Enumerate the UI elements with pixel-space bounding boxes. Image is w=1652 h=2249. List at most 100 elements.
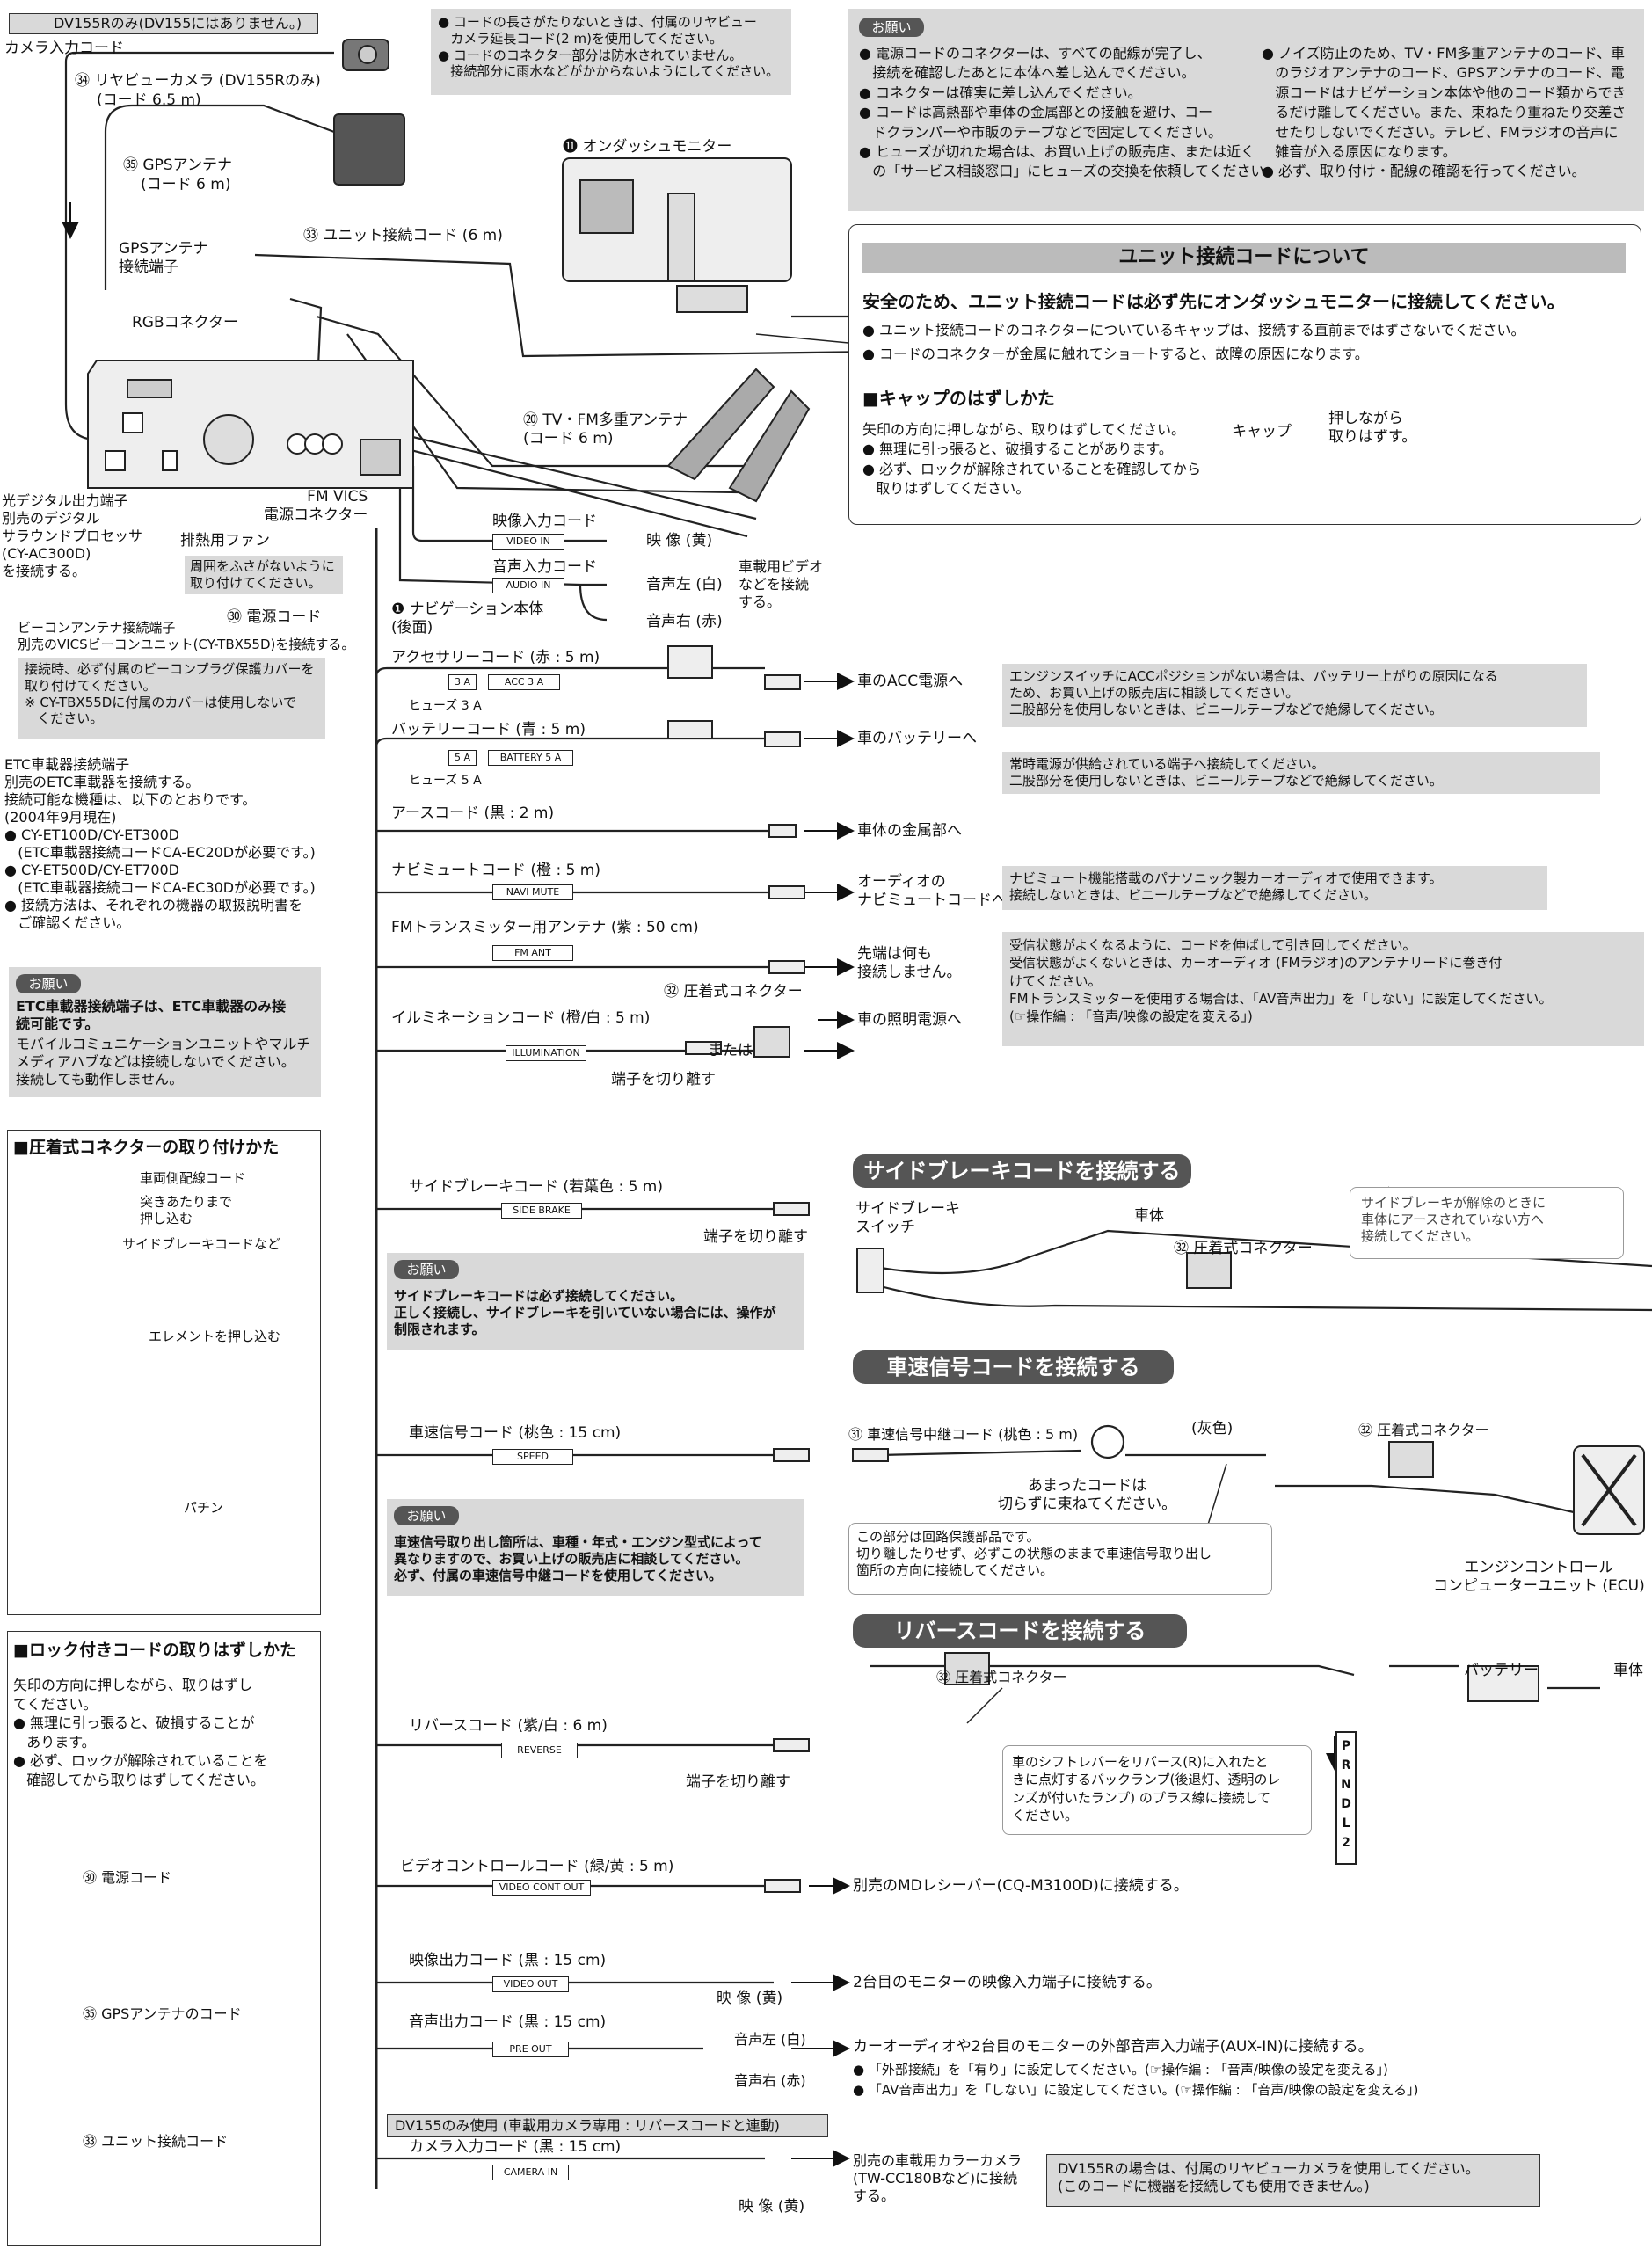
camera-input-label: カメラ入力コード — [4, 40, 124, 57]
unit-box-bold: 安全のため、ユニット接続コードは必ず先にオンダッシュモニターに接続してください。 — [862, 291, 1565, 312]
mute-note: ナビミュート機能搭載のパナソニック製カーオーディオで使用できます。 接続しないと… — [1002, 866, 1547, 910]
beacon-note: 接続時、必ず付属のビーコンプラグ保護カバーを 取り付けてください。 ※ CY-T… — [18, 658, 325, 739]
video-cont-label: ビデオコントロールコード (緑/黄 : 5 m) — [400, 1858, 674, 1875]
navi-body-label: ❶ ナビゲーション本体 (後面) — [391, 600, 544, 637]
gps-code-label: (コード 6 m) — [141, 176, 231, 193]
side-brake-body-label: 車体 — [1134, 1207, 1164, 1225]
speed-gray-label: (灰色) — [1191, 1420, 1234, 1437]
video-out-label: 映像出力コード (黒 : 15 cm) — [409, 1952, 607, 1969]
onegai-col1: ● 電源コードのコネクターは、すべての配線が完了し、 接続を確認したあとに本体へ… — [859, 45, 1279, 180]
rgb-connector-label: RGBコネクター — [132, 314, 238, 331]
etc-label: ETC車載器接続端子 別売のETC車載器を接続する。 接続可能な機種は、以下のと… — [4, 756, 316, 931]
illum-destination: 車の照明電源へ — [857, 1011, 962, 1029]
battery-label: バッテリー — [1464, 1662, 1539, 1679]
acc-fuse-label: ヒューズ 3 A — [409, 699, 482, 713]
reverse-code-label: リバースコード (紫/白 : 6 m) — [409, 1717, 608, 1735]
onegai-badge: お願い — [859, 18, 924, 37]
audio-out-destination: カーオーディオや2台目のモニターの外部音声入力端子(AUX-IN)に接続する。 — [853, 2038, 1373, 2056]
audio-out-l: 音声左 (白) — [734, 2031, 806, 2048]
speed-heading: 車速信号コードを接続する — [853, 1350, 1174, 1384]
illum-cut: 端子を切り離す — [611, 1071, 716, 1088]
gear-panel: P R N D L 2 — [1338, 1736, 1354, 1852]
speed-coil-note: あまったコードは 切らずに束ねてください。 — [998, 1477, 1177, 1514]
side-brake-crimp-label: ㉜ 圧着式コネクター — [1174, 1240, 1313, 1257]
reverse-tag: REVERSE — [501, 1743, 578, 1758]
power-code-label: ㉚ 電源コード — [227, 608, 322, 626]
speed-tag: SPEED — [492, 1449, 573, 1465]
unit-box-title: ユニット接続コードについて — [862, 243, 1626, 273]
side-brake-code-label: サイドブレーキコード (若葉色 : 5 m) — [409, 1178, 663, 1196]
illum-crimp-label: ㉜ 圧着式コネクター — [664, 983, 803, 1001]
video-out-tag: VIDEO OUT — [492, 1976, 569, 1992]
battery-tag: BATTERY 5 A — [488, 750, 573, 766]
video-in-color: 映 像 (黄) — [646, 532, 713, 550]
dv155r-banner: DV155Rのみ(DV155にはありません。) — [9, 13, 318, 34]
fan-note: 周囲をふさがないように 取り付けてください。 — [185, 556, 343, 594]
press-label: 押しながら 取りはずす。 — [1328, 410, 1417, 447]
video-out-destination: 2台目のモニターの映像入力端子に接続する。 — [853, 1974, 1161, 1991]
speed-onegai: お願い 車速信号取り出し箇所は、車種・年式・エンジン型式によって 異なりますので… — [387, 1499, 804, 1596]
audio-out-r: 音声右 (赤) — [734, 2072, 806, 2089]
acc-note: エンジンスイッチにACCポジションがない場合は、バッテリー上がりの原因になる た… — [1002, 664, 1587, 727]
tv-fm-antenna-label: ⑳ TV・FM多重アンテナ (コード 6 m) — [523, 411, 688, 448]
ecu-label: エンジンコントロール コンピューターユニット (ECU) — [1433, 1559, 1645, 1596]
reverse-callout: 車のシフトレバーをリバース(R)に入れたと きに点灯するバックランプ(後退灯、透… — [1002, 1745, 1312, 1835]
fm-antenna-tag: FM ANT — [492, 945, 573, 961]
side-brake-callout: サイドブレーキが解除のときに 車体にアースされていない方へ 接続してください。 — [1350, 1187, 1624, 1259]
audio-in-label: 音声入力コード — [492, 558, 597, 576]
etc-onegai-box: お願い ETC車載器接続端子は、ETC車載器のみ接 続可能です。 モバイルコミュ… — [9, 967, 321, 1097]
gear-p: P — [1341, 1739, 1351, 1753]
camera-banner: DV155のみ使用 (車載用カメラ専用 : リバースコードと連動) — [387, 2114, 828, 2137]
optical-out-label: 光デジタル出力端子 別売のデジタル サラウンドプロセッサ (CY-AC300D)… — [2, 492, 143, 579]
fm-vics-label: FM VICS 電源コネクター — [264, 488, 368, 525]
reverse-body-label: 車体 — [1613, 1662, 1643, 1679]
side-brake-tag: SIDE BRAKE — [501, 1203, 582, 1219]
speed-code-label: 車速信号コード (桃色 : 15 cm) — [409, 1424, 622, 1442]
onegai-col2: ● ノイズ防止のため、TV・FM多重アンテナのコード、車 のラジオアンテナのコー… — [1262, 45, 1627, 180]
acc-fuse: 3 A — [448, 674, 477, 690]
mute-destination: オーディオの ナビミュートコードへ — [857, 873, 1007, 910]
unit-code-label: ㉝ ユニット接続コード (6 m) — [303, 227, 503, 244]
rearview-camera-label: ㉞ リヤビューカメラ (DV155Rのみ) — [75, 72, 321, 90]
earth-code-label: アースコード (黒 : 2 m) — [391, 804, 555, 822]
onegai-top-box: お願い ● 電源コードのコネクターは、すべての配線が完了し、 接続を確認したあと… — [848, 9, 1644, 211]
reverse-heading: リバースコードを接続する — [853, 1614, 1187, 1648]
fm-antenna-label: FMトランスミッター用アンテナ (紫 : 50 cm) — [391, 919, 699, 936]
illum-code-label: イルミネーションコード (橙/白 : 5 m) — [391, 1009, 651, 1027]
acc-code-label: アクセサリーコード (赤 : 5 m) — [391, 649, 600, 666]
camera-color: 映 像 (黄) — [739, 2198, 805, 2216]
cap-text: 矢印の方向に押しながら、取りはずしてください。 ● 無理に引っ張ると、破損するこ… — [862, 421, 1201, 498]
battery-code-label: バッテリーコード (青 : 5 m) — [391, 721, 586, 739]
unit-box-b1: ● ユニット接続コードのコネクターについているキャップは、接続する直前まではずさ… — [862, 322, 1525, 338]
audio-in-tag: AUDIO IN — [492, 578, 564, 593]
audio-out-b1: ● 「外部接続」を「有り」に設定してください。(☞操作編 : 「音声/映像の設定… — [853, 2062, 1388, 2078]
cap-label: キャップ — [1232, 423, 1292, 440]
fm-note: 受信状態がよくなるように、コードを伸ばして引き回してください。 受信状態がよくな… — [1002, 932, 1644, 1046]
earth-destination: 車体の金属部へ — [857, 822, 962, 840]
camera-destination: 別売の車載用カラーカメラ (TW-CC180Bなど)に接続 する。 — [853, 2152, 1022, 2204]
audio-out-tag: PRE OUT — [492, 2042, 569, 2057]
illum-tag: ILLUMINATION — [506, 1045, 586, 1061]
gear-2: 2 — [1342, 1836, 1350, 1850]
gear-d: D — [1341, 1797, 1351, 1811]
mute-tag: NAVI MUTE — [492, 884, 573, 900]
fm-destination: 先端は何も 接続しません。 — [857, 945, 962, 982]
video-cont-destination: 別売のMDレシーバー(CQ-M3100D)に接続する。 — [853, 1877, 1189, 1895]
acc-destination: 車のACC電源へ — [857, 673, 964, 690]
video-out-color: 映 像 (黄) — [717, 1990, 783, 2007]
unit-box-b2: ● コードのコネクターが金属に触れてショートすると、故障の原因になります。 — [862, 346, 1369, 362]
gps-antenna-label: ㉟ GPSアンテナ — [123, 156, 232, 174]
audio-r-label: 音声右 (赤) — [646, 613, 723, 630]
mute-code-label: ナビミュートコード (橙 : 5 m) — [391, 862, 600, 879]
reverse-cut: 端子を切り離す — [686, 1773, 790, 1791]
battery-destination: 車のバッテリーへ — [857, 730, 977, 747]
cable-length-note: ● コードの長さがたりないときは、付属のリヤビュー カメラ延長コード(2 m)を… — [431, 9, 791, 95]
speed-protect-note: この部分は回路保護部品です。 切り離したりせず、必ずこの状態のままで車速信号取り… — [848, 1523, 1272, 1595]
video-in-tag: VIDEO IN — [492, 534, 564, 550]
cap-heading: ■キャップのはずしかた — [862, 388, 1055, 409]
battery-fuse-label: ヒューズ 5 A — [409, 774, 482, 788]
audio-l-label: 音声左 (白) — [646, 576, 723, 593]
fan-label: 排熱用ファン — [180, 532, 270, 550]
speed-crimp-label: ㉜ 圧着式コネクター — [1358, 1422, 1489, 1438]
gear-r: R — [1341, 1758, 1351, 1772]
